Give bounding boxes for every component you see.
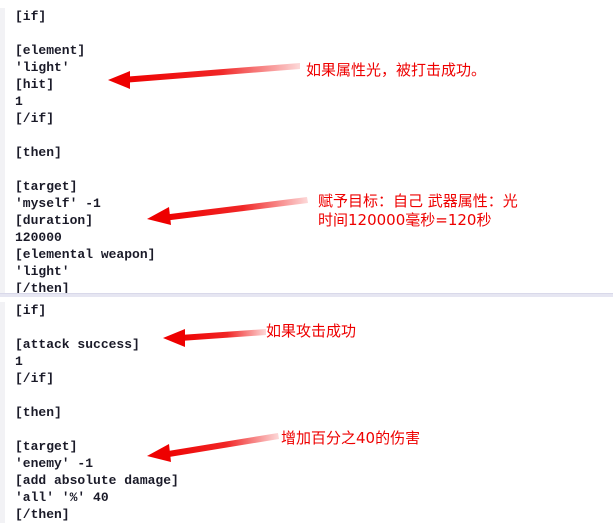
code-line: [then] [15, 145, 62, 160]
annotation-1-line-1: 如果属性光，被打击成功。 [306, 61, 487, 79]
code-line: [target] [15, 439, 78, 454]
pane-divider [0, 293, 613, 297]
code-line: [then] [15, 405, 62, 420]
code-block-1[interactable]: [if] [element] 'light' [hit] 1 [/if] [th… [0, 8, 613, 297]
code-line: [add absolute damage] [15, 473, 179, 488]
code-line: 1 [15, 354, 23, 369]
code-line-blank [15, 387, 613, 404]
code-line: [element] [15, 43, 86, 58]
annotation-1: 如果属性光，被打击成功。 [306, 61, 486, 80]
code-line: [/then] [15, 281, 70, 296]
annotation-2-line-1: 赋予目标：自己 武器属性：光 [318, 192, 518, 210]
annotation-4: 增加百分之40的伤害 [281, 429, 420, 448]
code-line: 'myself' -1 [15, 196, 101, 211]
code-line: [/if] [15, 111, 55, 126]
code-line: [target] [15, 179, 78, 194]
code-line: 'light' [15, 264, 70, 279]
code-line: [if] [15, 303, 47, 318]
code-line: 'enemy' -1 [15, 456, 94, 471]
code-line: 120000 [15, 230, 62, 245]
code-line: [/if] [15, 371, 55, 386]
code-line-blank [15, 161, 613, 178]
annotation-2-line-2: 时间120000毫秒=120秒 [318, 211, 492, 229]
annotation-3-line-1: 如果攻击成功 [266, 322, 357, 340]
code-line: [attack success] [15, 337, 140, 352]
annotation-2: 赋予目标：自己 武器属性：光 时间120000毫秒=120秒 [318, 192, 518, 230]
code-line: 'all' '%' 40 [15, 490, 109, 505]
code-line: 'light' [15, 60, 70, 75]
code-line: 1 [15, 94, 23, 109]
code-line: [elemental weapon] [15, 247, 156, 262]
annotation-4-line-1: 增加百分之40的伤害 [281, 429, 421, 447]
code-line-blank [15, 127, 613, 144]
code-line: [if] [15, 9, 47, 24]
annotation-3: 如果攻击成功 [266, 322, 356, 341]
code-line-blank [15, 25, 613, 42]
code-line: [duration] [15, 213, 94, 228]
code-line: [hit] [15, 77, 55, 92]
